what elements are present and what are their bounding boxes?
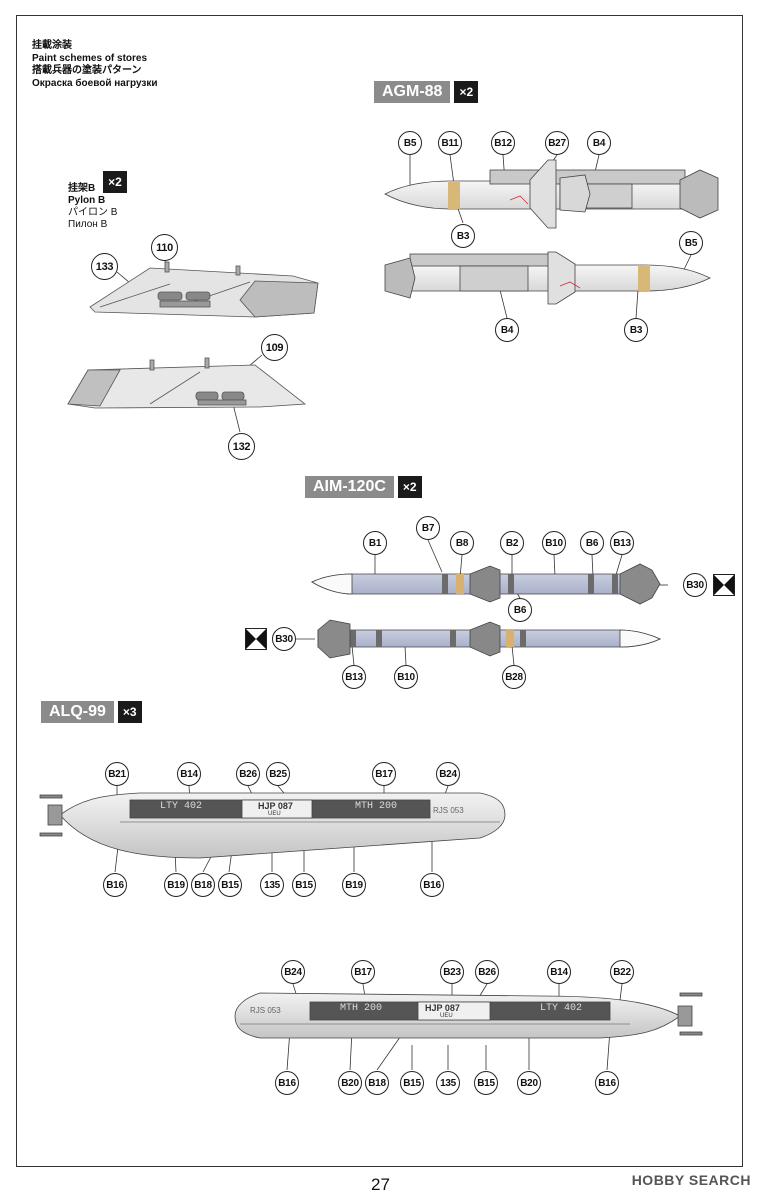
alq-callout-135-a: 135 — [260, 873, 284, 897]
aim-callout-b2: B2 — [500, 531, 524, 555]
aim-callout-b6-lower: B6 — [508, 598, 532, 622]
pylon-label-en: Pylon B — [68, 195, 106, 206]
pod1-stencil-hjp: HJP 087 — [258, 801, 293, 811]
aim-callout-b7: B7 — [416, 516, 440, 540]
alq-callout-b24-lower: B24 — [281, 960, 305, 984]
callout-133: 133 — [91, 253, 118, 280]
alq-callout-b15-d: B15 — [474, 1071, 498, 1095]
agm-callout-b5-lower: B5 — [679, 231, 703, 255]
alq-callout-b23: B23 — [440, 960, 464, 984]
pod1-stencil-ueu: UEU — [268, 811, 281, 817]
alq-callout-b14-lower: B14 — [547, 960, 571, 984]
pylon-label-zh: 挂架B — [68, 183, 96, 194]
alq-callout-b15-a: B15 — [218, 873, 242, 897]
aim-callout-b10-lower: B10 — [394, 665, 418, 689]
agm-88-lower-drawing — [384, 251, 711, 305]
callout-110: 110 — [151, 234, 178, 261]
page-header: 挂載涂装 Paint schemes of stores 搭載兵器の塗装パターン… — [32, 40, 158, 90]
alq-callout-b26-lower: B26 — [475, 960, 499, 984]
alq-callout-b15-b: B15 — [292, 873, 316, 897]
pylon-label: 挂架B Pylon B パイロン B Пилон В — [68, 183, 117, 231]
alq-callout-b16-c: B16 — [275, 1071, 299, 1095]
bowtie-icon-lower — [245, 628, 267, 650]
alq-callout-b14: B14 — [177, 762, 201, 786]
alq-callout-b16-d: B16 — [595, 1071, 619, 1095]
agm-88-title: AGM-88 ×2 — [374, 81, 479, 103]
alq-callout-b22: B22 — [610, 960, 634, 984]
alq-callout-b18-a: B18 — [191, 873, 215, 897]
pylon-count-badge: ×2 — [103, 171, 127, 193]
pylon-lower-drawing — [67, 357, 307, 409]
aim-callout-b30: B30 — [683, 573, 707, 597]
aim-callout-b1: B1 — [363, 531, 387, 555]
agm-callout-b4: B4 — [587, 131, 611, 155]
aim-120c-upper-drawing — [311, 563, 661, 605]
pod2-stencil-mth: MTH 200 — [340, 1003, 383, 1014]
alq-99-count: ×3 — [117, 701, 142, 723]
pod2-stencil-hjp: HJP 087 — [425, 1003, 460, 1013]
alq-99-title: ALQ-99 ×3 — [41, 701, 142, 723]
aim-callout-b28: B28 — [502, 665, 526, 689]
agm-88-count: ×2 — [454, 81, 479, 103]
alq-99-name: ALQ-99 — [41, 701, 114, 723]
pod1-stencil-lty: LTY 402 — [160, 801, 203, 812]
alq-callout-b16-a: B16 — [103, 873, 127, 897]
alq-callout-b18-b: B18 — [365, 1071, 389, 1095]
alq-callout-135-b: 135 — [436, 1071, 460, 1095]
pod1-stencil-mth: MTH 200 — [355, 801, 398, 812]
agm-callout-b12: B12 — [491, 131, 515, 155]
alq-callout-b24: B24 — [436, 762, 460, 786]
alq-callout-b21: B21 — [105, 762, 129, 786]
agm-callout-b27: B27 — [545, 131, 569, 155]
pod1-stencil-rjs: RJS 053 — [433, 806, 464, 815]
header-ja: 搭載兵器の塗装パターン — [32, 65, 142, 76]
aim-callout-b30-lower: B30 — [272, 627, 296, 651]
callout-132: 132 — [228, 433, 255, 460]
page-frame — [16, 15, 743, 1167]
alq-callout-b17: B17 — [372, 762, 396, 786]
aim-callout-b6: B6 — [580, 531, 604, 555]
pylon-label-ja: パイロン B — [68, 207, 118, 218]
aim-120c-count: ×2 — [397, 476, 422, 498]
alq-callout-b19-b: B19 — [342, 873, 366, 897]
header-ru: Окраска боевой нагрузки — [32, 77, 158, 89]
pod2-stencil-lty: LTY 402 — [540, 1003, 583, 1014]
alq-callout-b26: B26 — [236, 762, 260, 786]
aim-120c-lower-drawing — [317, 619, 661, 659]
alq-99-lower-drawing — [234, 992, 703, 1039]
alq-callout-b19-a: B19 — [164, 873, 188, 897]
page-number: 27 — [371, 1175, 390, 1194]
watermark: HOBBY SEARCH — [631, 1172, 751, 1188]
alq-callout-b20-b: B20 — [517, 1071, 541, 1095]
alq-callout-b15-c: B15 — [400, 1071, 424, 1095]
alq-callout-b20-a: B20 — [338, 1071, 362, 1095]
bowtie-icon — [713, 574, 735, 596]
agm-callout-b4-lower: B4 — [495, 318, 519, 342]
agm-88-name: AGM-88 — [374, 81, 451, 103]
aim-120c-title: AIM-120C ×2 — [305, 476, 422, 498]
pylon-label-ru: Пилон В — [68, 219, 108, 230]
pod2-stencil-rjs: RJS 053 — [250, 1006, 281, 1015]
agm-callout-b11: B11 — [438, 131, 462, 155]
aim-callout-b10: B10 — [542, 531, 566, 555]
alq-callout-b16-b: B16 — [420, 873, 444, 897]
alq-callout-b17-lower: B17 — [351, 960, 375, 984]
agm-callout-b3-lower: B3 — [624, 318, 648, 342]
pylon-upper-drawing — [89, 261, 319, 318]
callout-109: 109 — [261, 334, 288, 361]
aim-callout-b13-lower: B13 — [342, 665, 366, 689]
header-en: Paint schemes of stores — [32, 52, 148, 64]
aim-callout-b13: B13 — [610, 531, 634, 555]
header-zh: 挂載涂装 — [32, 40, 72, 51]
agm-callout-b5: B5 — [398, 131, 422, 155]
agm-88-upper-drawing — [384, 159, 719, 229]
aim-120c-name: AIM-120C — [305, 476, 394, 498]
aim-callout-b8: B8 — [450, 531, 474, 555]
agm-callout-b3: B3 — [451, 224, 475, 248]
alq-callout-b25: B25 — [266, 762, 290, 786]
pod2-stencil-ueu: UEU — [440, 1013, 453, 1019]
alq-99-upper-drawing — [39, 792, 506, 859]
